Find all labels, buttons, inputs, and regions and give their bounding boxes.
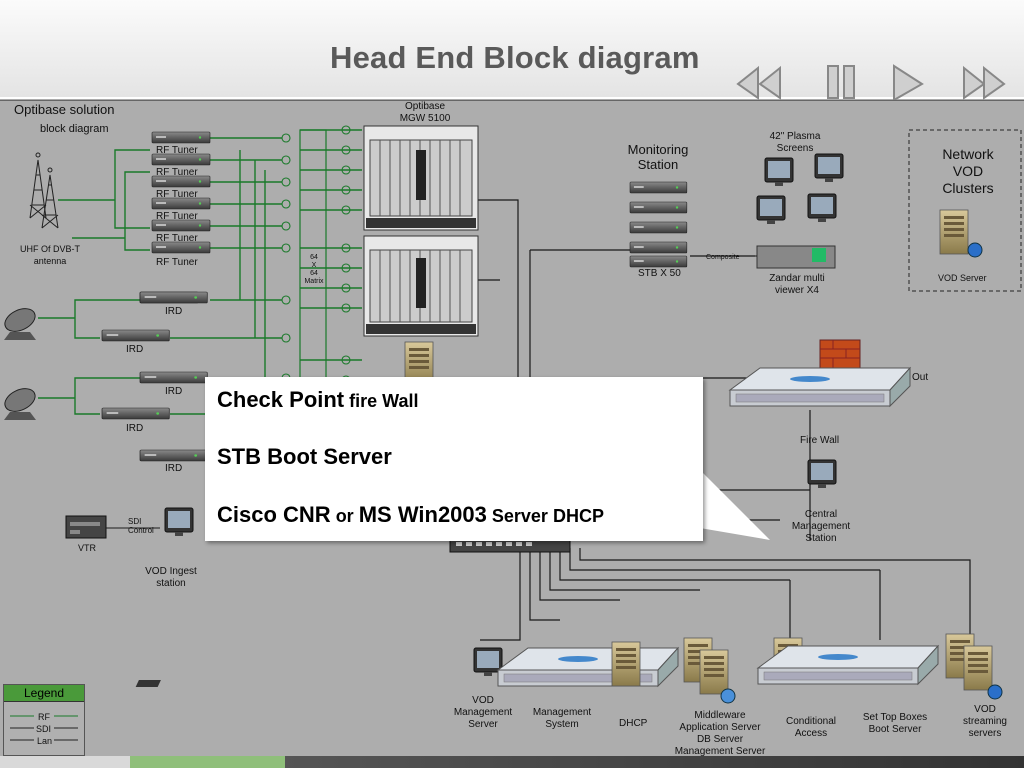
pause-icon[interactable] — [822, 62, 862, 102]
vod-clusters-box — [908, 129, 1022, 292]
composite-label: Composite — [706, 254, 740, 261]
ird-device — [101, 329, 170, 342]
footer-bar — [0, 756, 1024, 768]
rf-tuner-device — [151, 131, 211, 144]
firewall-server-icon — [729, 367, 911, 407]
rf-tuner-label: RF Tuner — [156, 167, 198, 178]
optibase-chassis — [363, 125, 479, 231]
satellite-dish-icon — [4, 388, 36, 420]
stb-boot-server-icon — [757, 645, 939, 685]
legend: Legend RF SDI Lan — [3, 684, 85, 756]
callout-box: Check Point fire Wall STB Boot Server Ci… — [205, 377, 703, 541]
callout-line-2: STB Boot Server — [217, 444, 392, 469]
ird-label: IRD — [126, 423, 144, 434]
legend-lines — [10, 715, 78, 741]
fast-forward-icon[interactable] — [960, 62, 1008, 102]
central-management-icon — [807, 459, 837, 489]
management-system-server-icon — [497, 647, 679, 687]
rf-tuner-label: RF Tuner — [156, 211, 198, 222]
ird-label: IRD — [126, 344, 144, 355]
vod-server-icon — [939, 209, 969, 255]
legend-item-sdi: SDI — [36, 724, 52, 734]
out-label: Out — [912, 372, 929, 383]
antenna-icon — [29, 152, 59, 229]
dhcp-server-icon — [611, 641, 641, 687]
plasma-screen-icon — [756, 195, 786, 225]
dhcp-label: DHCP — [619, 718, 648, 729]
stb-label: STB X 50 — [638, 268, 681, 279]
network-switch-icon — [449, 537, 571, 553]
rf-tuner-label: RF Tuner — [156, 145, 198, 156]
legend-item-lan: Lan — [37, 736, 53, 746]
ird-label: IRD — [165, 463, 183, 474]
firewall-label: Fire Wall — [800, 435, 840, 446]
callout-line-1: Check Point fire Wall — [217, 387, 419, 412]
plasma-screen-icon — [764, 157, 794, 187]
play-icon[interactable] — [888, 62, 928, 102]
rf-tuner-label: RF Tuner — [156, 257, 198, 268]
ird-label: IRD — [165, 306, 183, 317]
ird-device — [139, 371, 208, 384]
optibase-chassis — [363, 235, 479, 337]
rf-tuner-label: RF Tuner — [156, 233, 198, 244]
vod-ingest-icon — [164, 507, 194, 537]
rewind-icon[interactable] — [736, 62, 784, 102]
plasma-screen-icon — [807, 193, 837, 223]
title-bar: Head End Block diagram — [0, 0, 1024, 102]
vtr-label: VTR — [78, 543, 96, 553]
ird-device — [139, 449, 208, 462]
vtr-icon — [65, 515, 107, 539]
zandar-viewer-icon — [756, 245, 836, 269]
satellite-dish-icon — [4, 308, 36, 340]
ird-device — [101, 407, 170, 420]
legend-item-rf: RF — [38, 712, 50, 722]
section-title: Optibase solution — [14, 102, 115, 117]
rf-tuner-label: RF Tuner — [156, 189, 198, 200]
vod-streaming-server-icon — [963, 645, 993, 691]
page-title: Head End Block diagram — [330, 40, 700, 75]
middleware-server-icon — [699, 649, 729, 695]
plasma-screen-icon — [814, 153, 844, 183]
callout-line-3: Cisco CNR or MS Win2003 Server DHCP — [217, 502, 604, 527]
vod-server-label: VOD Server — [938, 273, 987, 283]
ird-label: IRD — [165, 386, 183, 397]
section-subtitle: block diagram — [40, 123, 109, 135]
legend-title: Legend — [4, 685, 84, 702]
firewall-icon — [819, 339, 861, 369]
